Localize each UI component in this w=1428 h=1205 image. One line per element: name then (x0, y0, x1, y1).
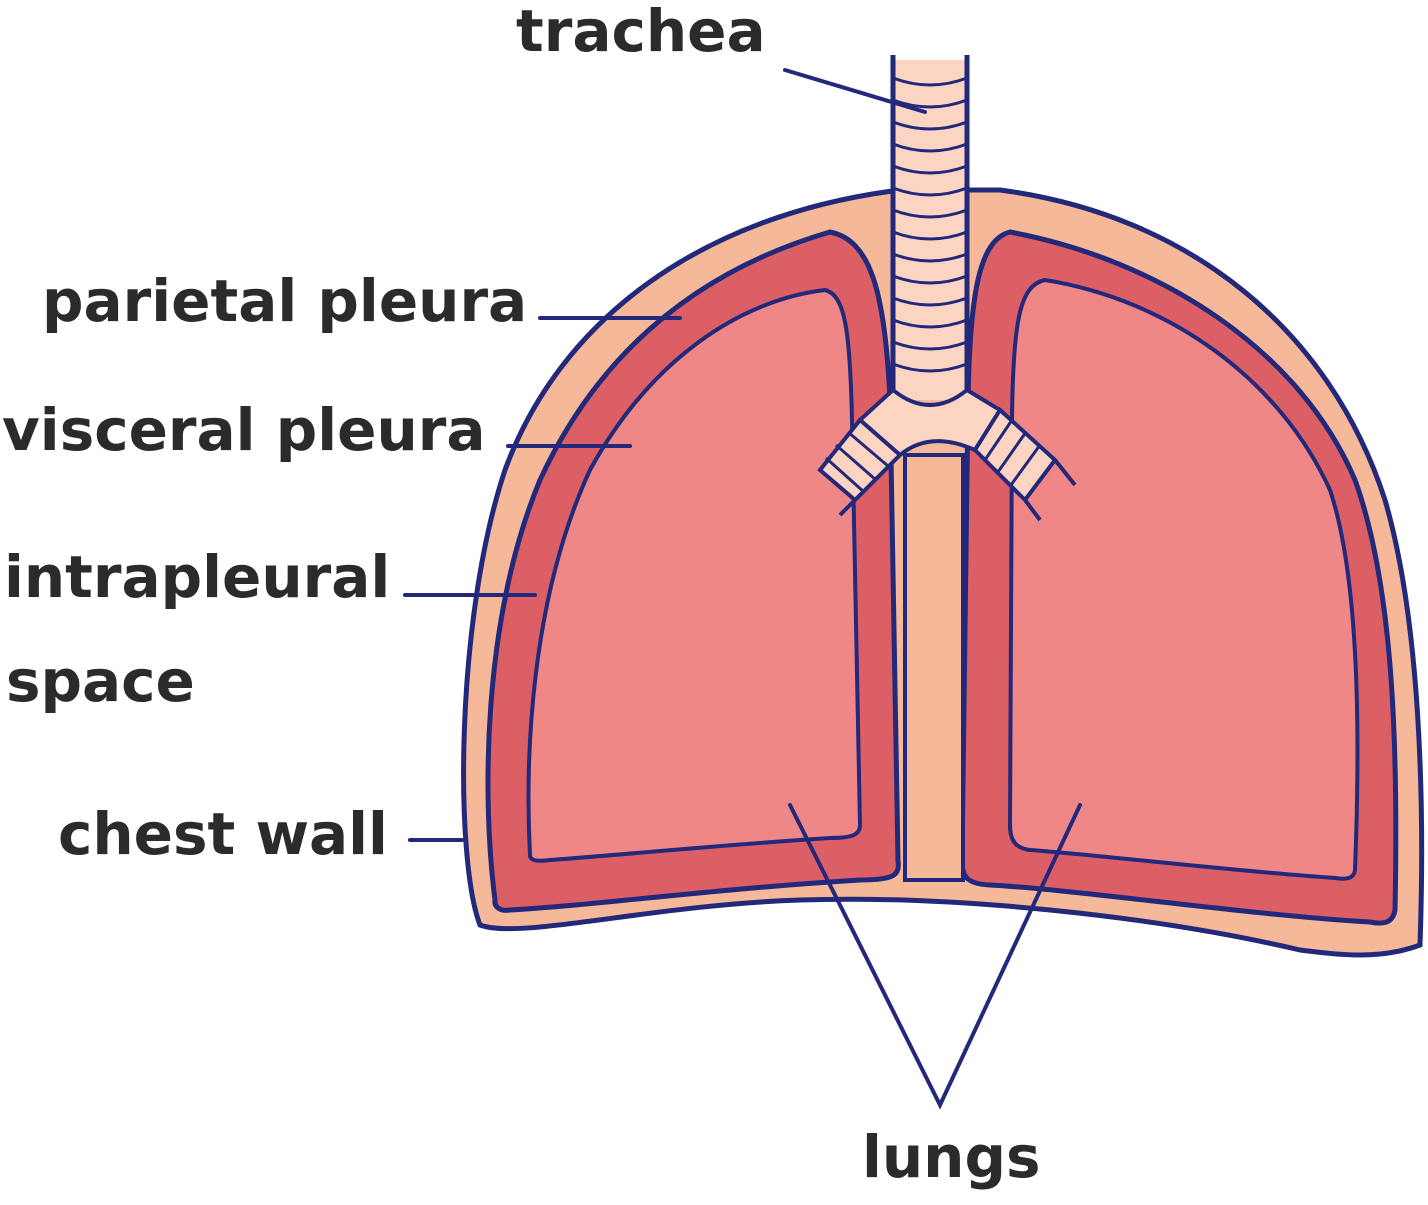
intrapleural-space-label-line1: intrapleural (4, 543, 391, 611)
lungs-leader-lines (788, 803, 1082, 1110)
intrapleural-space-label-line2: space (6, 647, 195, 715)
parietal-pleura-label: parietal pleura (42, 267, 528, 335)
left-lung-shape (526, 287, 863, 863)
trachea-leader-line (783, 68, 927, 114)
trachea-label: trachea (516, 0, 766, 65)
lungs-label: lungs (862, 1123, 1041, 1191)
right-lung-shape (1007, 277, 1360, 881)
visceral-pleura-label: visceral pleura (2, 396, 486, 464)
chest-wall-label: chest wall (58, 800, 388, 868)
mediastinum-shape (903, 453, 965, 882)
right-bronchus-shape (972, 406, 1077, 522)
left-bronchus-shape (817, 417, 903, 517)
